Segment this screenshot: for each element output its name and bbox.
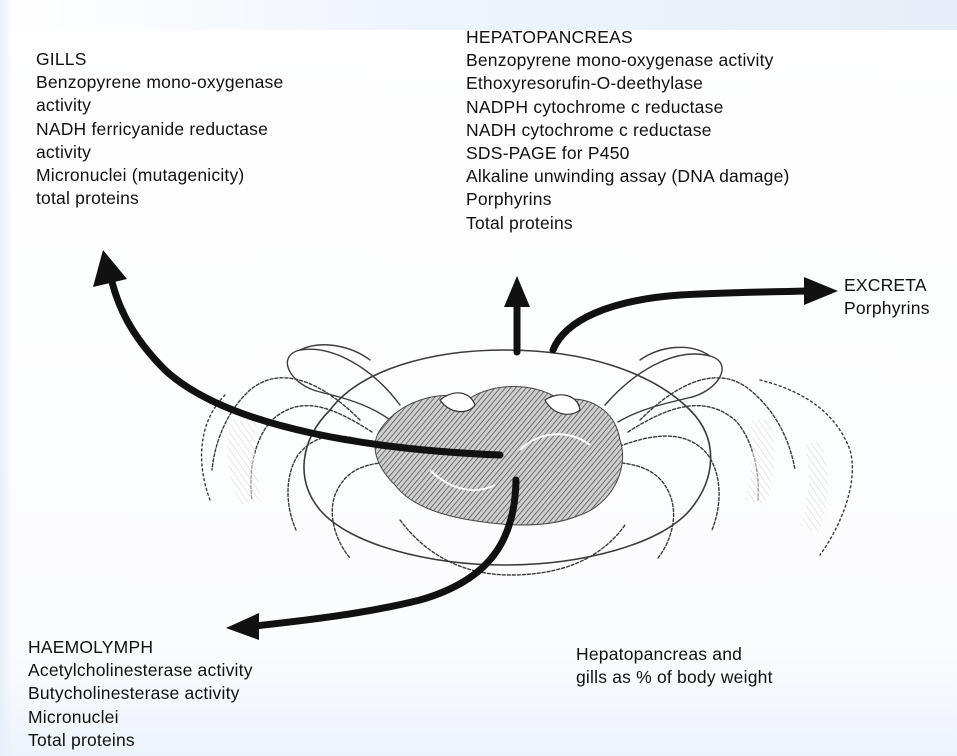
haemolymph-item: Acetylcholinesterase activity (28, 659, 253, 682)
gills-item: Benzopyrene mono-oxygenase (36, 71, 283, 94)
hepatopancreas-title: HEPATOPANCREAS (466, 26, 790, 49)
note-line: gills as % of body weight (576, 666, 773, 689)
haemolymph-item: Total proteins (28, 729, 253, 752)
arrowhead-gills (93, 250, 127, 287)
hepatopancreas-item: Ethoxyresorufin-O-deethylase (466, 72, 790, 95)
haemolymph-item: Butycholinesterase activity (28, 682, 253, 705)
excreta-block: EXCRETA Porphyrins (844, 274, 930, 320)
hepatopancreas-item: Porphyrins (466, 188, 790, 211)
hepatopancreas-item: SDS-PAGE for P450 (466, 142, 790, 165)
excreta-item: Porphyrins (844, 297, 930, 320)
haemolymph-item: Micronuclei (28, 706, 253, 729)
gills-item: Micronuclei (mutagenicity) (36, 164, 283, 187)
haemolymph-block: HAEMOLYMPH Acetylcholinesterase activity… (28, 636, 253, 752)
gills-item: activity (36, 94, 283, 117)
body-weight-note: Hepatopancreas and gills as % of body we… (576, 643, 773, 689)
hepatopancreas-item: NADPH cytochrome c reductase (466, 96, 790, 119)
hepatopancreas-item: NADH cytochrome c reductase (466, 119, 790, 142)
arrow-to-excreta (553, 291, 805, 350)
hepatopancreas-item: Alkaline unwinding assay (DNA damage) (466, 165, 790, 188)
gills-item: NADH ferricyanide reductase (36, 118, 283, 141)
hepatopancreas-block: HEPATOPANCREAS Benzopyrene mono-oxygenas… (466, 26, 790, 235)
gills-item: total proteins (36, 187, 283, 210)
gills-block: GILLS Benzopyrene mono-oxygenase activit… (36, 48, 283, 210)
excreta-title: EXCRETA (844, 274, 930, 297)
arrowhead-hepatopancreas (504, 276, 530, 307)
arrows (112, 282, 805, 626)
hepatopancreas-item: Total proteins (466, 212, 790, 235)
haemolymph-title: HAEMOLYMPH (28, 636, 253, 659)
gills-title: GILLS (36, 48, 283, 71)
arrowhead-excreta (804, 277, 838, 305)
note-line: Hepatopancreas and (576, 643, 773, 666)
hepatopancreas-item: Benzopyrene mono-oxygenase activity (466, 49, 790, 72)
gills-item: activity (36, 141, 283, 164)
